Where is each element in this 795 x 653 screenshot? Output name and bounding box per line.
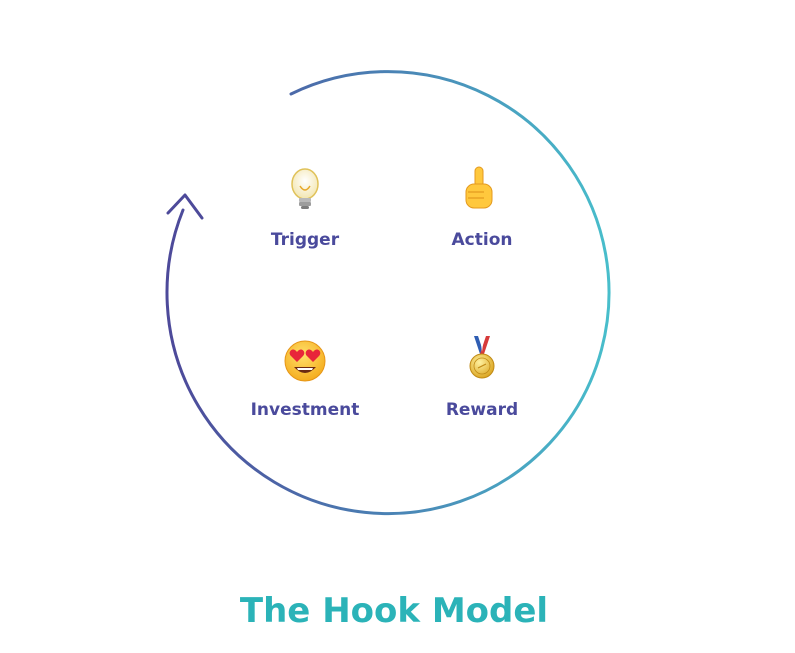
action-label: Action <box>452 230 513 250</box>
lightbulb-icon <box>291 168 319 209</box>
diagram-title: The Hook Model <box>240 591 548 631</box>
cycle-arc <box>165 70 611 516</box>
pointing-finger-icon <box>465 166 493 209</box>
reward-label: Reward <box>446 400 518 420</box>
investment-label: Investment <box>251 400 360 420</box>
medal-icon <box>469 336 495 379</box>
heart-eyes-face-icon <box>284 340 326 382</box>
trigger-label: Trigger <box>271 230 340 250</box>
cycle-arrowhead-icon <box>166 193 204 220</box>
